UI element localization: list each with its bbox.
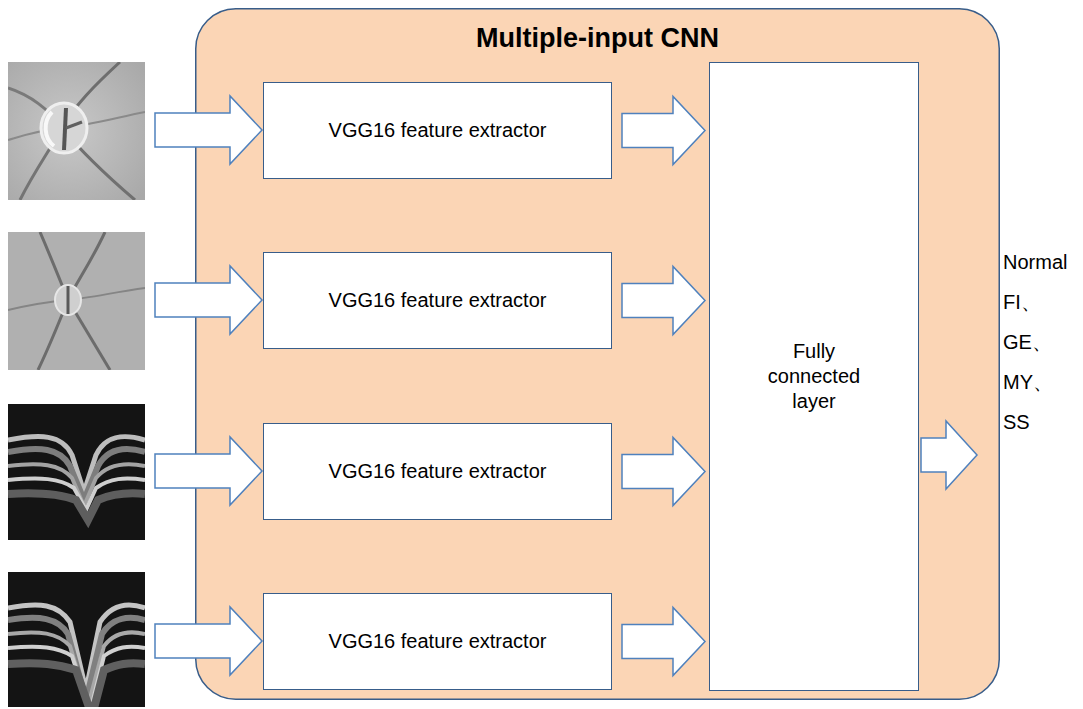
box-label: VGG16 feature extractor [329, 118, 547, 143]
feature-extractor-box: VGG16 feature extractor [263, 593, 612, 690]
class-label: MY、 [1003, 370, 1053, 395]
class-label: GE、 [1003, 330, 1052, 355]
feature-extractor-box: VGG16 feature extractor [263, 82, 612, 179]
container-outline [196, 9, 1000, 700]
box-label: VGG16 feature extractor [329, 288, 547, 313]
fundus-image [8, 232, 145, 370]
box-label: VGG16 feature extractor [329, 459, 547, 484]
class-label: SS [1003, 410, 1030, 435]
cnn-container: Multiple-input CNN VGG16 feature extracto… [195, 8, 1000, 700]
fc-layer-box: Fully connected layer [709, 62, 919, 691]
input-arrow [155, 266, 262, 334]
block-arrow [622, 608, 705, 676]
box-label: Fully connected layer [759, 339, 869, 414]
class-label: Normal [1003, 250, 1067, 275]
block-arrow [622, 438, 705, 506]
feature-extractor-box: VGG16 feature extractor [263, 423, 612, 520]
input-arrow [155, 96, 262, 164]
block-arrow [622, 97, 705, 165]
input-arrow [155, 607, 262, 675]
oct-scan [8, 404, 145, 540]
block-arrow [622, 267, 705, 335]
container-title: Multiple-input CNN [195, 22, 1000, 54]
input-arrow [155, 437, 262, 505]
box-label: VGG16 feature extractor [329, 629, 547, 654]
fundus-image [8, 62, 145, 200]
class-label: FI、 [1003, 290, 1041, 315]
oct-scan [8, 572, 145, 707]
output-arrow [921, 421, 977, 489]
feature-extractor-box: VGG16 feature extractor [263, 252, 612, 349]
